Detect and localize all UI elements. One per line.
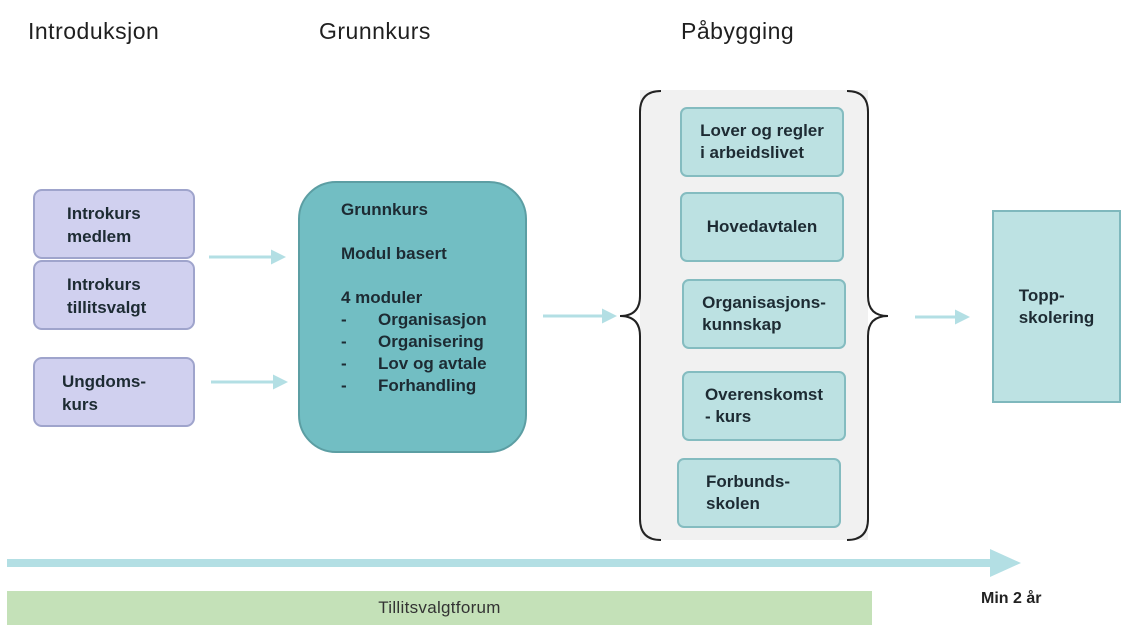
module-item: - Organisasjon xyxy=(341,309,525,331)
right-brace xyxy=(846,90,889,541)
pabygging-line: Organisasjons- xyxy=(702,293,826,312)
intro-box-line: Introkurs xyxy=(67,204,141,223)
module-label: Organisering xyxy=(378,332,484,351)
module-label: Organisasjon xyxy=(378,310,487,329)
module-label: Lov og avtale xyxy=(378,354,487,373)
heading-pabygging: Påbygging xyxy=(681,18,795,44)
grunnkurs-box: Grunnkurs Modul basert 4 moduler - Organ… xyxy=(298,181,527,453)
pabygging-box-hovedavtalen: Hovedavtalen xyxy=(680,192,844,262)
intro-box-ungdomskurs: Ungdoms- kurs xyxy=(33,357,195,427)
modules-heading: 4 moduler xyxy=(341,288,423,307)
intro-box-line: kurs xyxy=(62,395,98,414)
timeline-arrow-head xyxy=(990,549,1021,577)
intro-box-medlem: Introkurs medlem xyxy=(33,189,195,259)
pabygging-line: skolen xyxy=(706,494,760,513)
pabygging-box-organisasjon: Organisasjons- kunnskap xyxy=(682,279,846,349)
pabygging-line: Forbunds- xyxy=(706,472,791,491)
module-bullet: - xyxy=(341,332,347,351)
module-item: - Forhandling xyxy=(341,375,525,397)
tillitsvalgtforum-label: Tillitsvalgtforum xyxy=(378,598,501,617)
intro-box-line: Ungdoms- xyxy=(62,372,147,391)
pabygging-line: Lover og regler xyxy=(700,121,824,140)
module-label: Forhandling xyxy=(378,376,477,395)
module-item: - Lov og avtale xyxy=(341,353,525,375)
topp-line: Topp- xyxy=(1018,285,1065,305)
pabygging-box-lover: Lover og regler i arbeidslivet xyxy=(680,107,844,177)
left-brace xyxy=(619,90,662,541)
pabygging-line: i arbeidslivet xyxy=(700,143,805,162)
heading-introduksjon: Introduksjon xyxy=(28,18,160,44)
topp-line: skolering xyxy=(1018,307,1095,327)
toppskolering-box: Topp- skolering xyxy=(992,210,1121,403)
intro-box-line: medlem xyxy=(67,227,132,246)
pabygging-box-forbundsskolen: Forbunds- skolen xyxy=(677,458,841,528)
pabygging-line: Hovedavtalen xyxy=(706,217,818,236)
module-bullet: - xyxy=(341,354,347,373)
pabygging-line: kunnskap xyxy=(702,315,782,334)
intro-box-line: tillitsvalgt xyxy=(67,298,147,317)
intro-box-tillitsvalgt: Introkurs tillitsvalgt xyxy=(33,260,195,330)
tillitsvalgtforum-bar: Tillitsvalgtforum xyxy=(7,591,872,625)
grunnkurs-title: Grunnkurs xyxy=(341,200,428,219)
heading-grunnkurs: Grunnkurs xyxy=(319,18,431,44)
intro-box-line: Introkurs xyxy=(67,275,141,294)
grunnkurs-subtitle: Modul basert xyxy=(341,244,447,263)
duration-label: Min 2 år xyxy=(981,590,1042,607)
pabygging-line: Overenskomst xyxy=(704,385,824,404)
module-bullet: - xyxy=(341,310,347,329)
pabygging-box-overenskomst: Overenskomst - kurs xyxy=(682,371,846,441)
module-item: - Organisering xyxy=(341,331,525,353)
timeline-arrow-shaft xyxy=(7,559,993,567)
pabygging-line: - kurs xyxy=(704,407,752,426)
module-bullet: - xyxy=(341,376,347,395)
